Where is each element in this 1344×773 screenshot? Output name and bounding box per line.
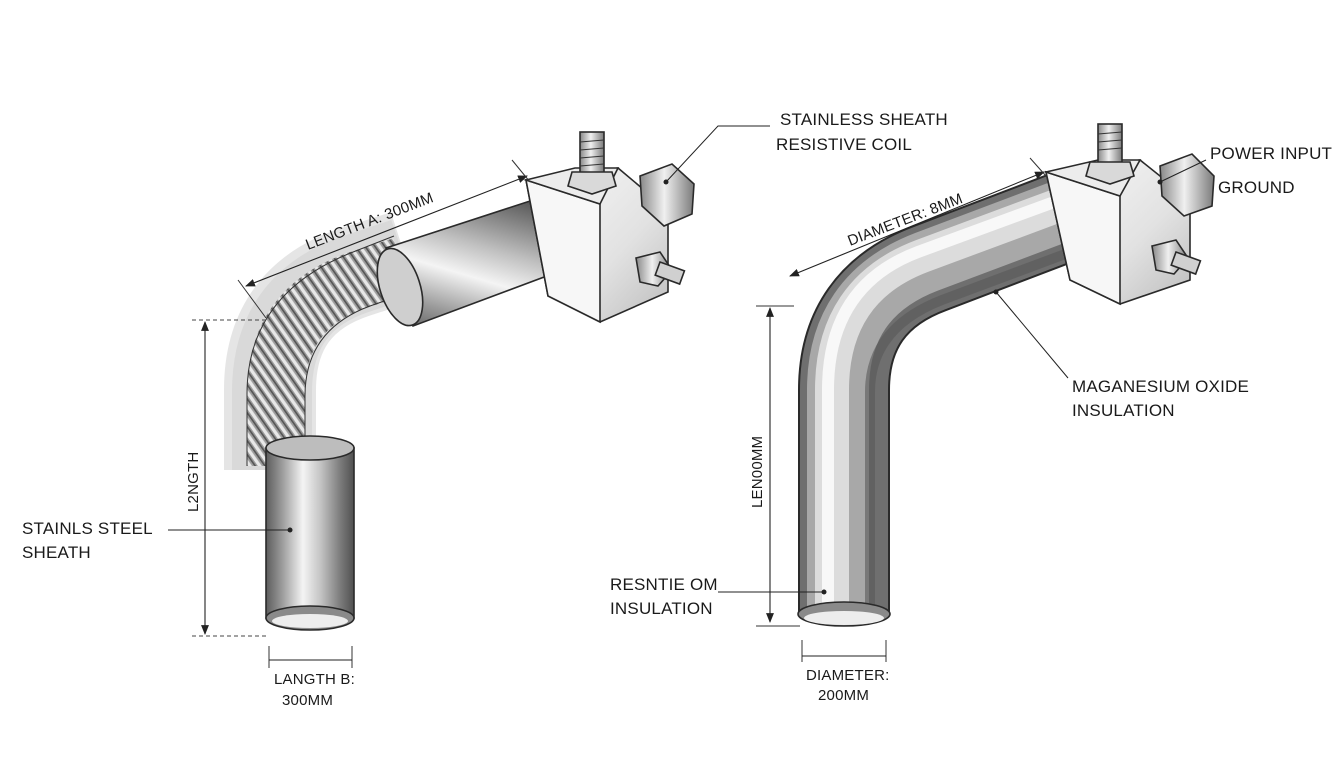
bottom-label-line2: INSULATION xyxy=(610,599,713,618)
sheath-label-line1: STAINLS STEEL xyxy=(22,519,153,538)
top-callout-line2: RESISTIVE COIL xyxy=(776,135,912,154)
left-heater: LENGTH A: 300MM L2NGTH LANGTH B: 300MM S… xyxy=(22,110,948,709)
diameter-bottom-line2: 200MM xyxy=(818,687,869,704)
side-nut-right xyxy=(1159,153,1215,217)
length-b-label-line1: LANGTH B: xyxy=(274,671,355,688)
diameter-bottom-line1: DIAMETER: xyxy=(806,667,889,684)
length-b-label-line2: 300MM xyxy=(282,692,333,709)
top-callout-leader xyxy=(665,125,770,183)
vertical-length-label: L2NGTH xyxy=(185,452,202,512)
diameter-top-dimension-line xyxy=(789,171,1045,277)
ground-label: GROUND xyxy=(1218,178,1295,197)
length-a-dimension-line xyxy=(245,175,528,287)
right-heater: DIAMETER: 8MM LEN00MM DIAMETER: 200MM RE… xyxy=(610,123,1332,704)
top-callout-line1: STAINLESS SHEATH xyxy=(780,110,948,129)
power-bolt xyxy=(1097,123,1123,169)
vertical-length-label-right: LEN00MM xyxy=(749,436,766,508)
bottom-label-line1: RESNTIE OM xyxy=(610,575,718,594)
bottom-tube xyxy=(265,447,355,619)
top-bolt xyxy=(579,131,605,177)
terminal-block-right xyxy=(1043,123,1215,306)
insulation-label-line1: MAGANESIUM OXIDE xyxy=(1072,377,1249,396)
insulation-leader xyxy=(995,291,1069,379)
sheath-label-line2: SHEATH xyxy=(22,543,91,562)
terminal-block xyxy=(523,131,695,324)
side-nut xyxy=(639,163,695,227)
power-input-label: POWER INPUT xyxy=(1210,144,1332,163)
insulation-label-line2: INSULATION xyxy=(1072,401,1175,420)
